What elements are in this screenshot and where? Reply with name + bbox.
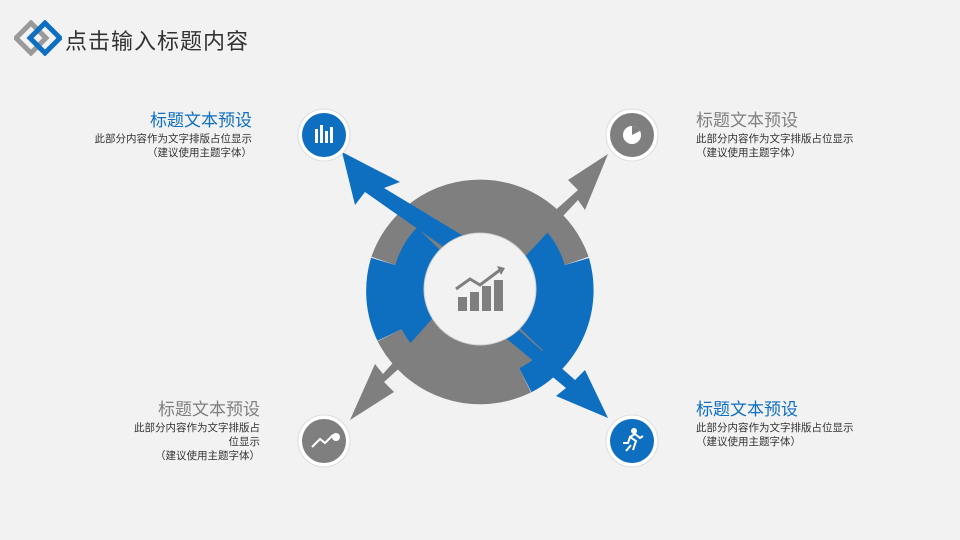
- node-bottom-right: [605, 414, 659, 468]
- text-block-top-right: 标题文本预设 此部分内容作为文字排版占位显示 （建议使用主题字体）: [696, 110, 916, 160]
- bar-chart-icon: [315, 125, 333, 143]
- block-body: 此部分内容作为文字排版占位显示: [696, 422, 854, 434]
- block-heading: 标题文本预设: [696, 111, 798, 131]
- block-note: （建议使用主题字体）: [696, 147, 801, 159]
- page-title: 点击输入标题内容: [65, 30, 250, 55]
- block-body: 此部分内容作为文字排版占位显示: [696, 133, 854, 145]
- block-body: 此部分内容作为文字排版占位显示: [134, 422, 260, 448]
- block-heading: 标题文本预设: [158, 400, 260, 420]
- text-block-bottom-left: 标题文本预设 此部分内容作为文字排版占位显示 （建议使用主题字体）: [70, 399, 260, 463]
- text-block-top-left: 标题文本预设 此部分内容作为文字排版占位显示 （建议使用主题字体）: [62, 110, 253, 160]
- node-top-left: [297, 108, 351, 162]
- text-block-bottom-right: 标题文本预设 此部分内容作为文字排版占位显示 （建议使用主题字体）: [696, 399, 916, 449]
- block-note: （建议使用主题字体）: [696, 436, 801, 448]
- arrow-bottom-left: [350, 310, 455, 420]
- arrow-bottom-right: [490, 318, 608, 418]
- block-body: 此部分内容作为文字排版占位显示: [94, 133, 253, 145]
- ring-blue-right: [507, 258, 594, 393]
- runner-icon: [623, 428, 644, 452]
- growth-chart-icon: [455, 266, 505, 311]
- node-top-right: [605, 108, 659, 162]
- block-note: （建议使用主题字体）: [155, 450, 260, 462]
- pie-chart-icon: [623, 126, 641, 144]
- trend-line-icon: [311, 433, 340, 448]
- block-heading: 标题文本预设: [696, 400, 798, 420]
- center-circle: [423, 232, 537, 346]
- block-note: （建议使用主题字体）: [147, 147, 252, 159]
- logo-icon: [14, 20, 62, 56]
- arrow-top-right: [505, 154, 608, 262]
- ring-blue-left: [366, 257, 423, 341]
- arrow-top-left: [342, 152, 470, 255]
- node-bottom-left: [297, 414, 351, 468]
- block-heading: 标题文本预设: [150, 111, 252, 131]
